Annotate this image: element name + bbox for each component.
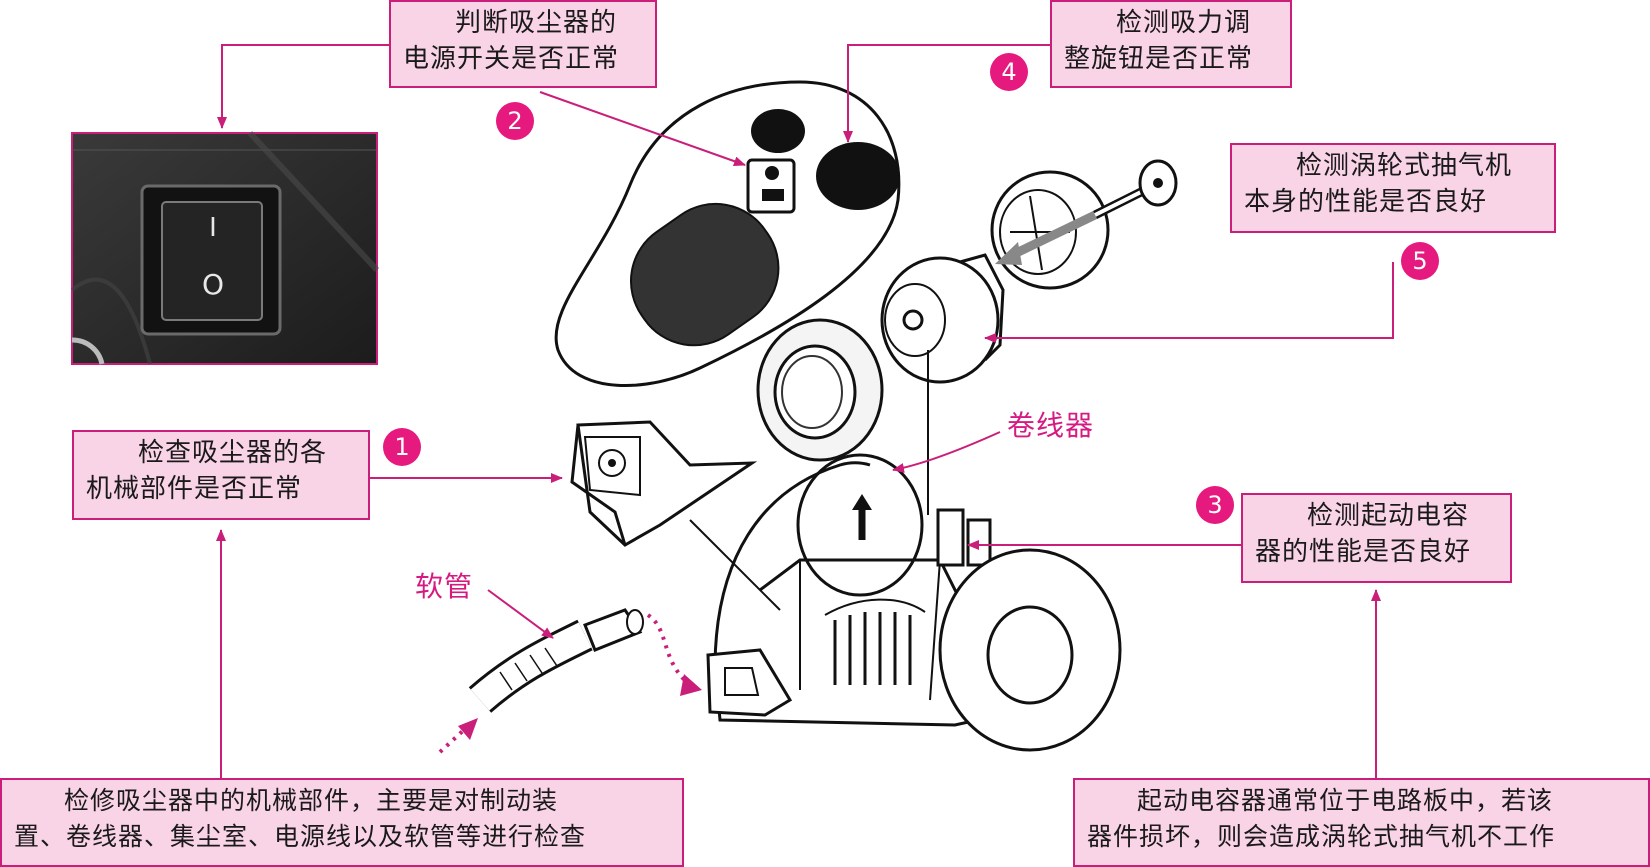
callout-line-1: 检测吸力调 [1116,8,1252,38]
switch-on-symbol: I [209,213,217,243]
vacuum-body-drawing [706,453,1122,752]
control-panel-drawing [554,80,901,387]
badge-1: 1 [383,428,421,466]
badge-3: 3 [1196,486,1234,524]
note-line-2: 器件损坏，则会造成涡轮式抽气机不工作 [1087,822,1556,851]
note-line-1: 检修吸尘器中的机械部件，主要是对制动装 [64,786,559,815]
power-switch-photo [70,130,380,365]
cord-reel-label: 卷线器 [1007,409,1095,442]
callout-mechanical-parts: 检查吸尘器的各 机械部件是否正常 [72,430,370,520]
badge-5: 5 [1401,242,1439,280]
callout-connectors [216,44,1394,778]
callout-line-2: 本身的性能是否良好 [1244,187,1488,217]
badge-4: 4 [990,53,1028,91]
callout-line-1: 判断吸尘器的 [455,8,618,38]
badge-2: 2 [496,102,534,140]
callout-line-1: 检查吸尘器的各 [138,438,328,468]
turbo-motor-drawing [756,159,1178,515]
note-capacitor: 起动电容器通常位于电路板中，若该 器件损坏，则会造成涡轮式抽气机不工作 [1073,778,1650,867]
callout-start-capacitor: 检测起动电容 器的性能是否良好 [1241,493,1512,583]
callout-line-2: 器的性能是否良好 [1255,537,1472,567]
hose-label: 软管 [415,570,474,603]
callout-line-2: 电源开关是否正常 [403,44,620,74]
callout-line-1: 检测起动电容 [1307,501,1470,531]
callout-power-switch: 判断吸尘器的 电源开关是否正常 [389,0,657,88]
callout-turbo-motor: 检测涡轮式抽气机 本身的性能是否良好 [1230,143,1556,233]
callout-line-2: 机械部件是否正常 [86,474,303,504]
switch-off-symbol: O [202,268,224,301]
note-line-2: 置、卷线器、集尘室、电源线以及软管等进行检查 [14,822,587,851]
note-maintenance: 检修吸尘器中的机械部件，主要是对制动装 置、卷线器、集尘室、电源线以及软管等进行… [0,778,684,867]
callout-suction-knob: 检测吸力调 整旋钮是否正常 [1050,0,1292,88]
callout-line-1: 检测涡轮式抽气机 [1296,151,1513,181]
note-line-1: 起动电容器通常位于电路板中，若该 [1137,786,1554,815]
hose-drawing [438,608,702,754]
callout-line-2: 整旋钮是否正常 [1064,44,1254,74]
dust-bag-drawing [570,420,781,611]
